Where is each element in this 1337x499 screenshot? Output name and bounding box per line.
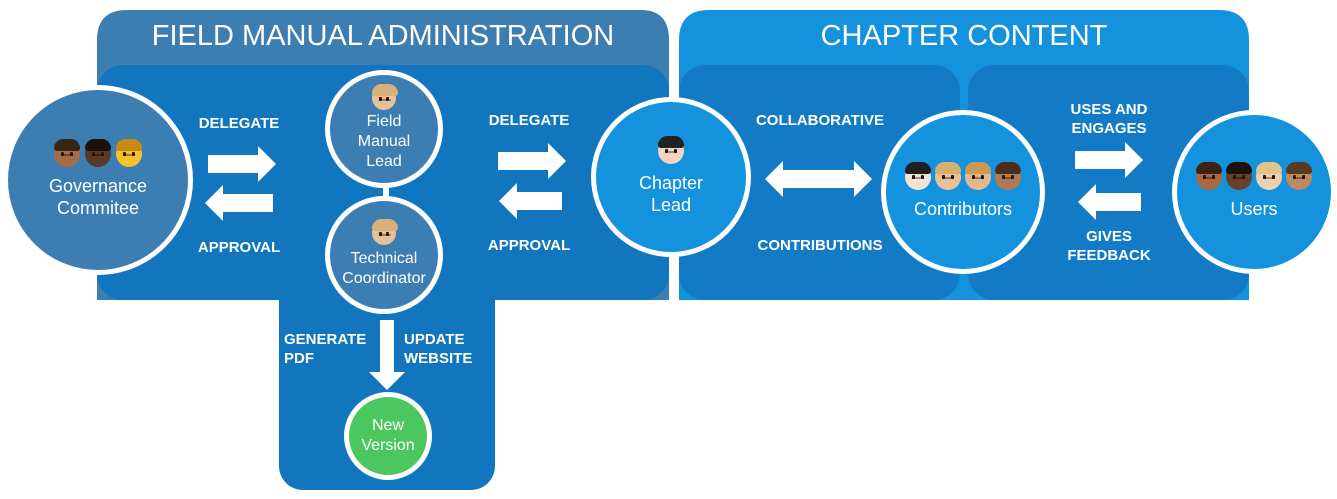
- publish-down-arrow: [369, 320, 405, 390]
- feedback-label-line1: GIVES: [1086, 228, 1132, 245]
- uses-arrow: [1075, 142, 1143, 178]
- technical-coordinator-line2: Coordinator: [342, 270, 426, 287]
- approval-arrow-2: [499, 183, 562, 219]
- contributions-label: CONTRIBUTIONS: [757, 237, 883, 254]
- new-version-line1: New: [371, 417, 404, 434]
- contributors-label: Contributors: [913, 199, 1013, 219]
- person-medium-dark-icon: [1196, 162, 1222, 190]
- person-black-hair-icon: [658, 136, 684, 164]
- delegate-label-2: DELEGATE: [488, 112, 570, 129]
- governance-committee-node: Governance Commitee: [3, 85, 193, 275]
- approval-arrow-1: [205, 185, 273, 221]
- person-light-icon: [372, 219, 398, 245]
- users-people-icons: [1196, 162, 1312, 190]
- collaborative-double-arrow: [765, 161, 872, 197]
- approval-label-1: APPROVAL: [197, 239, 281, 256]
- update-label-line2: WEBSITE: [404, 350, 473, 367]
- field-manual-lead-line2: Manual: [357, 133, 411, 150]
- technical-coordinator-node: Technical Coordinator: [325, 196, 443, 314]
- uses-label-line1: USES AND: [1070, 101, 1148, 118]
- governance-label-line1: Governance: [48, 176, 148, 196]
- uses-label: USES AND ENGAGES: [1050, 100, 1168, 138]
- field-manual-lead-line1: Field: [366, 113, 402, 130]
- content-section-title: CHAPTER CONTENT: [820, 20, 1108, 52]
- new-version-line2: Version: [361, 437, 415, 454]
- generate-pdf-label: GENERATE PDF: [284, 330, 376, 368]
- technical-coordinator-icon: [372, 219, 398, 245]
- feedback-label-line2: FEEDBACK: [1067, 247, 1151, 264]
- new-version-node: New Version: [344, 392, 432, 480]
- person-medium-dark-icon: [54, 139, 80, 167]
- generate-label-line1: GENERATE: [284, 331, 367, 348]
- person-medium-icon: [995, 162, 1021, 190]
- chapter-lead-icon: [658, 136, 684, 164]
- person-blond-icon: [116, 139, 142, 167]
- person-dark-icon: [1226, 162, 1252, 190]
- delegate-label-1: DELEGATE: [198, 115, 280, 132]
- field-manual-lead-icon: [372, 84, 398, 110]
- feedback-label: GIVES FEEDBACK: [1050, 227, 1168, 265]
- admin-section-title: FIELD MANUAL ADMINISTRATION: [151, 20, 615, 52]
- person-dark-icon: [85, 139, 111, 167]
- field-manual-lead-node: Field Manual Lead: [325, 70, 443, 188]
- users-node: Users: [1172, 110, 1336, 274]
- update-website-label: UPDATE WEBSITE: [404, 330, 484, 368]
- feedback-arrow: [1078, 184, 1141, 220]
- uses-label-line2: ENGAGES: [1071, 120, 1147, 137]
- update-label-line1: UPDATE: [404, 331, 465, 348]
- contributors-node: Contributors: [881, 110, 1045, 274]
- delegate-arrow-2: [498, 143, 566, 179]
- collaborative-label: COLLABORATIVE: [755, 112, 885, 129]
- governance-label-line2: Commitee: [56, 198, 140, 218]
- field-manual-lead-line3: Lead: [366, 153, 402, 170]
- person-white-icon: [905, 162, 931, 190]
- contributors-people-icons: [905, 162, 1021, 190]
- delegate-arrow-1: [208, 146, 276, 182]
- generate-label-line2: PDF: [284, 350, 314, 367]
- person-medium-icon: [1286, 162, 1312, 190]
- chapter-lead-line2: Lead: [650, 195, 692, 215]
- person-light-icon: [1256, 162, 1282, 190]
- chapter-lead-line1: Chapter: [638, 173, 704, 193]
- technical-coordinator-line1: Technical: [350, 250, 418, 267]
- person-light-icon: [372, 84, 398, 110]
- person-light-icon: [965, 162, 991, 190]
- chapter-lead-node: Chapter Lead: [591, 97, 751, 257]
- users-label: Users: [1230, 199, 1278, 219]
- engagement-panel: [968, 65, 1249, 300]
- person-light-icon: [935, 162, 961, 190]
- approval-label-2: APPROVAL: [487, 237, 571, 254]
- governance-people-icons: [54, 139, 142, 167]
